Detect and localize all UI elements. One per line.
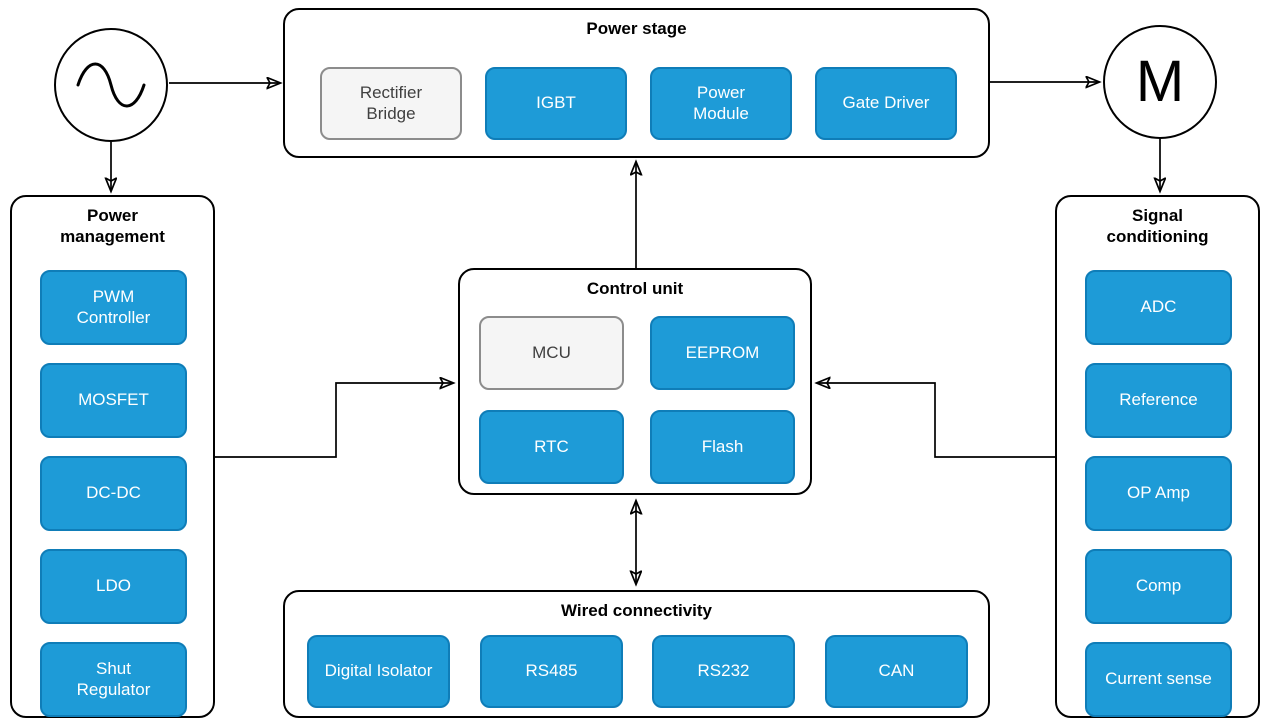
motor-label: M — [1135, 49, 1185, 114]
block-comp: Comp — [1085, 549, 1232, 624]
ac-source-node — [54, 28, 168, 142]
block-mcu-label: MCU — [532, 342, 571, 362]
block-digital-isolator-label: Digital Isolator — [324, 661, 433, 681]
arrow-power-management-to-control-unit — [215, 383, 453, 458]
group-control-unit: Control unit MCU EEPROM RTC Flash — [458, 268, 812, 495]
block-rtc: RTC — [479, 410, 624, 484]
block-reference-label: Reference — [1119, 390, 1198, 410]
group-control-unit-title: Control unit — [586, 279, 684, 298]
block-rs485: RS485 — [480, 635, 623, 708]
block-ldo: LDO — [40, 549, 187, 624]
block-eeprom-label: EEPROM — [685, 342, 760, 362]
block-comp-label: Comp — [1135, 576, 1182, 596]
block-power-module: Power Module — [650, 67, 792, 140]
block-op-amp: OP Amp — [1085, 456, 1232, 531]
block-adc-label: ADC — [1140, 297, 1177, 317]
block-rtc-label: RTC — [534, 436, 569, 456]
block-rs485-label: RS485 — [525, 661, 578, 681]
block-dc-dc-label: DC-DC — [86, 483, 141, 503]
block-pwm-controller: PWM Controller — [40, 270, 187, 345]
group-power-management-title: Power management — [60, 206, 165, 247]
group-wired-connectivity-title: Wired connectivity — [561, 601, 712, 620]
block-ldo-label: LDO — [96, 576, 131, 596]
sine-wave-icon — [76, 62, 146, 108]
block-flash: Flash — [650, 410, 795, 484]
block-mcu: MCU — [479, 316, 624, 390]
group-power-stage-title: Power stage — [586, 19, 687, 38]
block-rs232: RS232 — [652, 635, 795, 708]
block-current-sense-label: Current sense — [1105, 669, 1212, 689]
block-power-module-label: Power Module — [693, 82, 749, 123]
block-digital-isolator: Digital Isolator — [307, 635, 450, 708]
block-igbt: IGBT — [485, 67, 627, 140]
block-gate-driver-label: Gate Driver — [842, 93, 930, 113]
block-mosfet-label: MOSFET — [78, 390, 149, 410]
group-power-management: Power management PWM Controller MOSFET D… — [10, 195, 215, 718]
block-adc: ADC — [1085, 270, 1232, 345]
block-op-amp-label: OP Amp — [1127, 483, 1190, 503]
block-can: CAN — [825, 635, 968, 708]
block-reference: Reference — [1085, 363, 1232, 438]
block-current-sense: Current sense — [1085, 642, 1232, 717]
block-rectifier-bridge-label: Rectifier Bridge — [359, 82, 423, 123]
block-dc-dc: DC-DC — [40, 456, 187, 531]
block-mosfet: MOSFET — [40, 363, 187, 438]
block-gate-driver: Gate Driver — [815, 67, 957, 140]
group-signal-conditioning: Signal conditioning ADC Reference OP Amp… — [1055, 195, 1260, 718]
block-can-label: CAN — [878, 661, 915, 681]
block-igbt-label: IGBT — [536, 93, 576, 113]
block-rs232-label: RS232 — [697, 661, 750, 681]
group-wired-connectivity: Wired connectivity Digital Isolator RS48… — [283, 590, 990, 718]
block-pwm-controller-label: PWM Controller — [76, 286, 151, 327]
block-shut-regulator: Shut Regulator — [40, 642, 187, 717]
block-eeprom: EEPROM — [650, 316, 795, 390]
motor-node: M — [1103, 25, 1217, 139]
block-shut-regulator-label: Shut Regulator — [76, 658, 151, 699]
block-flash-label: Flash — [701, 436, 744, 456]
group-signal-conditioning-title: Signal conditioning — [1106, 206, 1209, 247]
arrow-signal-conditioning-to-control-unit — [817, 383, 1055, 458]
group-power-stage: Power stage Rectifier Bridge IGBT Power … — [283, 8, 990, 158]
block-rectifier-bridge: Rectifier Bridge — [320, 67, 462, 140]
